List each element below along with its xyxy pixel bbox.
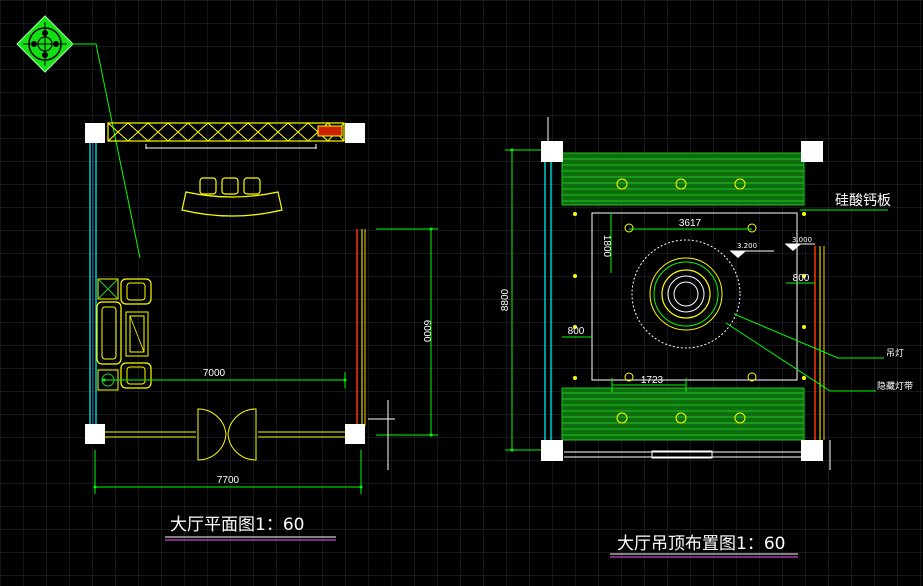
dimension-label-left: 8800 [500,288,511,311]
level-marker-right: 3.000 [792,236,812,244]
column [801,440,823,461]
column [345,424,365,444]
ceiling-title: 大厅吊顶布置图1：60 [617,534,785,554]
dimension-label-right-offset: 800 [793,273,810,284]
column [85,123,105,143]
column [85,424,105,444]
column [541,440,563,461]
dimension-label-top-inner: 3617 [679,218,702,229]
dimension-label-inner: 7000 [203,368,226,379]
dimension-label-bottom-inner: 1723 [641,375,664,386]
plan-title: 大厅平面图1：60 [170,515,304,535]
dimension-label-right: 6000 [421,320,432,343]
floor-plan: 7000 7700 6000 大厅平面图1：60 [85,122,438,541]
material-label: 硅酸钙板 [835,193,891,209]
callout-light-strip: 隐藏灯带 [877,380,913,392]
column [801,141,823,162]
leader-line [70,43,141,259]
dimension-label-left-offset: 800 [568,326,585,337]
column [345,123,365,143]
dimension-label-bottom: 7700 [217,475,240,486]
ceiling-plan: 8800 3617 1800 800 800 1723 3.200 3.000 … [500,117,913,558]
callout-lamp: 吊灯 [886,348,904,359]
column [541,141,563,162]
compass-rose-icon [16,15,74,73]
dimension-label-vertical-inner: 1800 [601,235,612,258]
level-marker-left: 3.200 [737,242,757,250]
